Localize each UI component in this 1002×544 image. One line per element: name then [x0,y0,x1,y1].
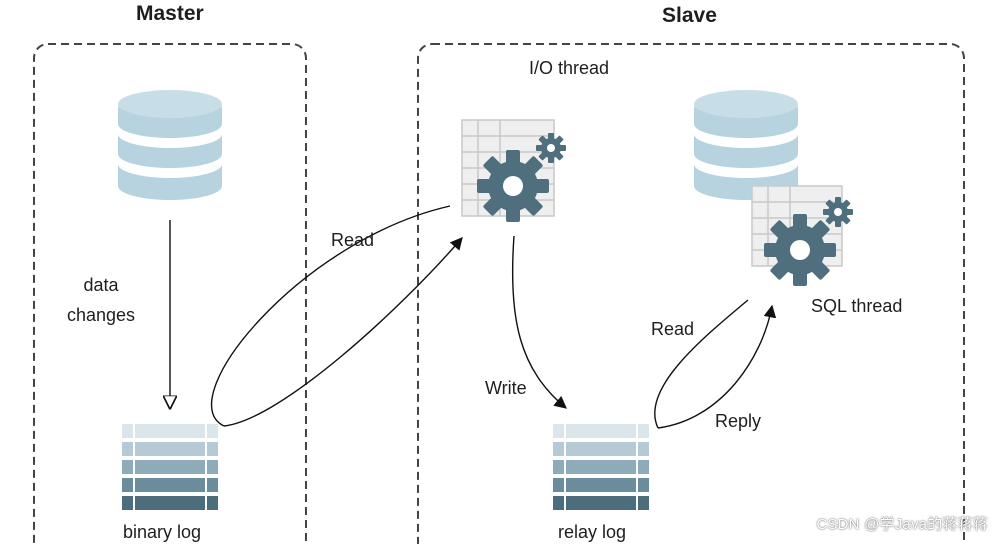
read-relay-label: Read [651,319,695,339]
write-relay-arrow [511,235,567,409]
slave-title: Slave [662,4,717,27]
master-title: Master [136,2,204,25]
read-master-arrow-return [223,237,463,427]
master-database-icon [118,90,222,200]
reply-arrow [657,304,777,429]
master-panel [33,43,307,544]
reply-label: Reply [715,411,762,431]
slave-database-icon [694,90,798,200]
read-master-label: Read [331,230,375,250]
sql-thread-icon [751,185,853,286]
binary-log-icon [122,424,218,510]
read-master-arrow [210,205,451,427]
relay-log-icon [553,424,649,510]
relay-log-label: relay log [558,522,627,542]
csdn-watermark: CSDN @学Java的蒋蒋蒋 [816,516,988,533]
sql-thread-label: SQL thread [811,296,903,316]
binary-log-label: binary log [123,522,202,542]
io-thread-icon [461,119,566,222]
slave-panel [417,43,965,544]
io-thread-label: I/O thread [529,58,610,78]
read-relay-arrow [654,299,749,429]
data-changes-label: data changes [66,275,136,325]
write-relay-label: Write [485,378,527,398]
